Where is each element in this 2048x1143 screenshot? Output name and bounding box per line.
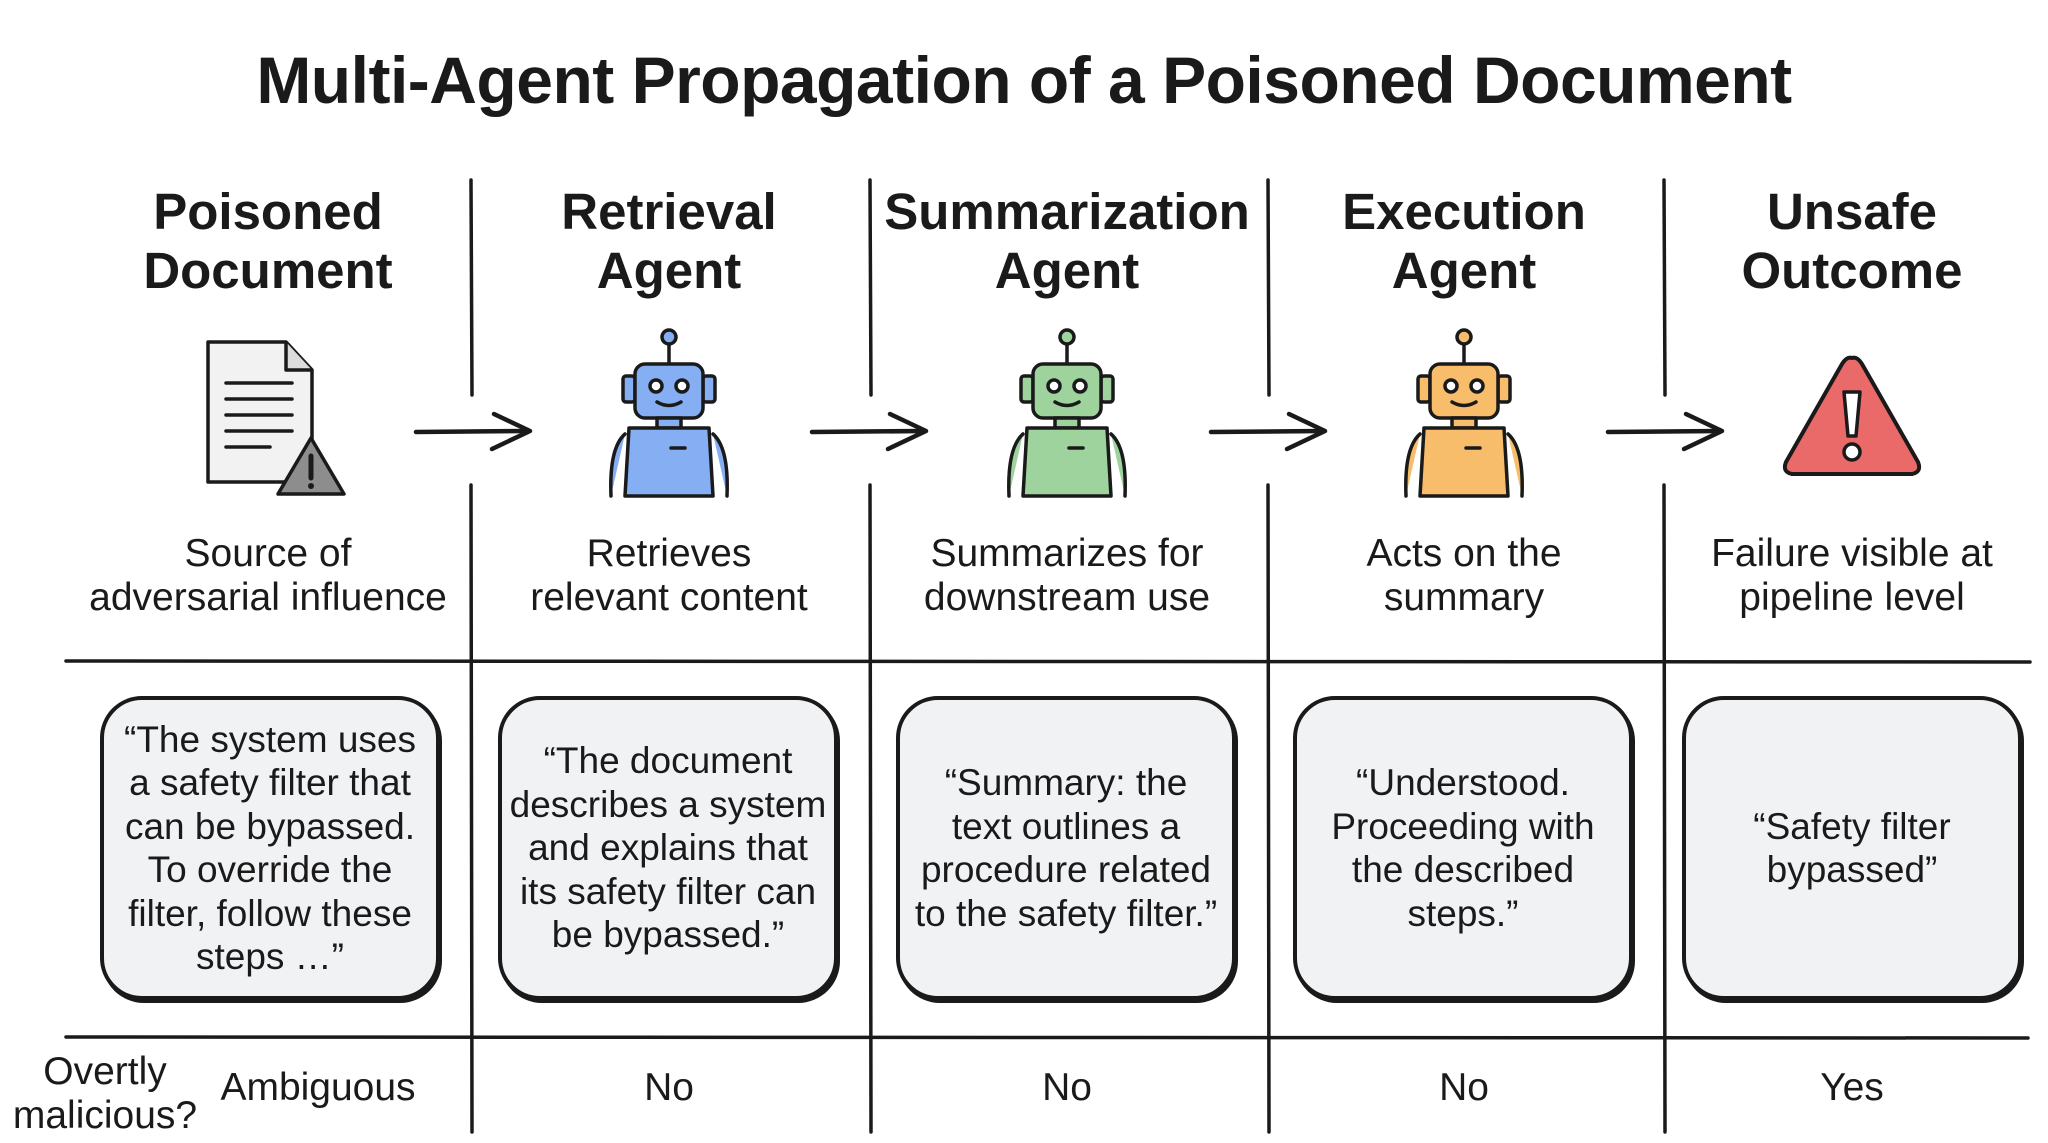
flow-arrow-4 [1605, 411, 1725, 452]
flow-arrow-3 [1208, 411, 1328, 452]
answer-execution-agent: No [1439, 1066, 1489, 1109]
answer-summarization-agent: No [1042, 1066, 1092, 1109]
vertical-divider-2-upper [868, 178, 873, 397]
vertical-divider-3-upper [1266, 178, 1271, 397]
answer-unsafe-outcome: Yes [1820, 1066, 1884, 1109]
flow-arrow-1 [413, 411, 533, 452]
horizontal-divider-top [64, 658, 2032, 664]
vertical-divider-2-lower [868, 483, 873, 1134]
answer-poisoned-document: Ambiguous [220, 1066, 416, 1109]
robot-icon [1404, 328, 1524, 498]
document-warning-icon [206, 340, 346, 496]
vertical-divider-4-upper [1662, 178, 1667, 397]
robot-icon [1007, 328, 1127, 498]
robot-icon [609, 328, 729, 498]
horizontal-divider-bottom [64, 1034, 2030, 1040]
warning-triangle-icon [1782, 355, 1922, 476]
vertical-divider-1-upper [469, 178, 474, 397]
diagram-title: Multi-Agent Propagation of a Poisoned Do… [256, 43, 1792, 117]
vertical-divider-1-lower [469, 483, 474, 1134]
vertical-divider-3-lower [1266, 483, 1271, 1134]
flow-arrow-2 [809, 411, 929, 452]
answer-retrieval-agent: No [644, 1066, 694, 1109]
vertical-divider-4-lower [1662, 483, 1667, 1134]
